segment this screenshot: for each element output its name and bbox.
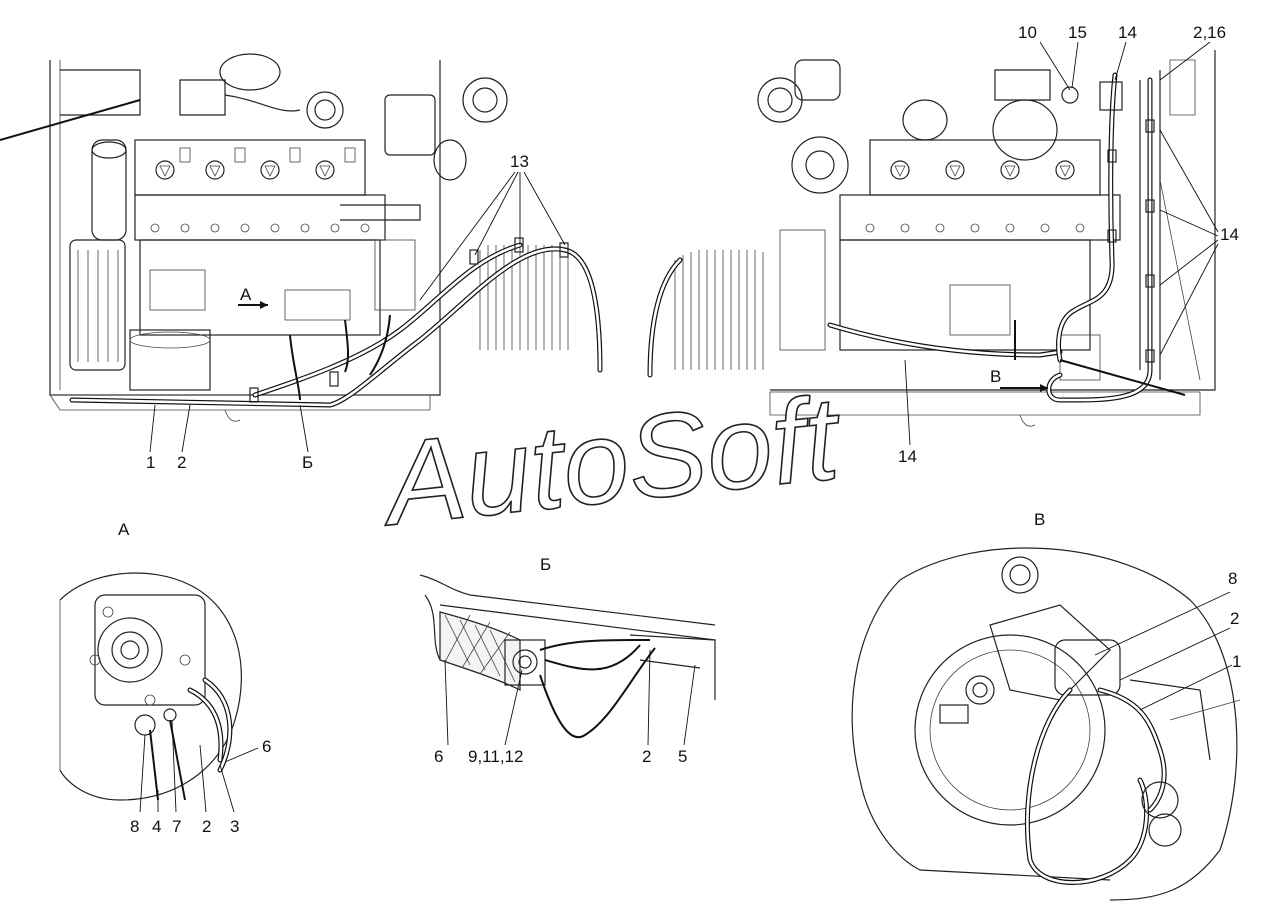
callout-b-6: 6 (434, 747, 443, 766)
callout-left-2: 2 (177, 453, 186, 472)
callout-left-1: 1 (146, 453, 155, 472)
detail-view-b (419, 574, 716, 746)
callout-v-2: 2 (1230, 609, 1239, 628)
view-label-v: В (1034, 510, 1045, 529)
callout-a-7: 7 (172, 817, 181, 836)
callout-a-2: 2 (202, 817, 211, 836)
callout-right-15: 15 (1068, 23, 1087, 42)
detail-view-a (59, 572, 259, 813)
callout-right-14-side: 14 (1220, 225, 1239, 244)
right-engine-view (647, 50, 1216, 427)
left-engine-view (0, 53, 603, 422)
callout-b-5: 5 (678, 747, 687, 766)
right-view-leaders (149, 41, 1219, 453)
callout-a-3: 3 (230, 817, 239, 836)
callout-left-13: 13 (510, 152, 529, 171)
callout-left-a-arrow: А (240, 285, 252, 304)
callout-right-v-arrow: В (990, 367, 1001, 386)
watermark-text: AutoSoft (374, 372, 848, 552)
view-label-b: Б (540, 555, 551, 574)
callout-b-2: 2 (642, 747, 651, 766)
callout-a-4: 4 (152, 817, 161, 836)
detail-view-v (851, 547, 1241, 901)
callout-right-14-top: 14 (1118, 23, 1137, 42)
callout-right-14-bottom: 14 (898, 447, 917, 466)
callout-right-10: 10 (1018, 23, 1037, 42)
callout-b-9-11-12: 9,11,12 (468, 747, 523, 766)
callouts: 1 2 Б А 13 10 15 14 2,16 14 14 В А Б В 8… (118, 23, 1241, 836)
callout-left-b: Б (302, 453, 313, 472)
callout-v-8: 8 (1228, 569, 1237, 588)
view-label-a: А (118, 520, 130, 539)
callout-a-8: 8 (130, 817, 139, 836)
callout-right-2-16: 2,16 (1193, 23, 1226, 42)
callout-a-6: 6 (262, 737, 271, 756)
callout-v-1: 1 (1232, 652, 1241, 671)
